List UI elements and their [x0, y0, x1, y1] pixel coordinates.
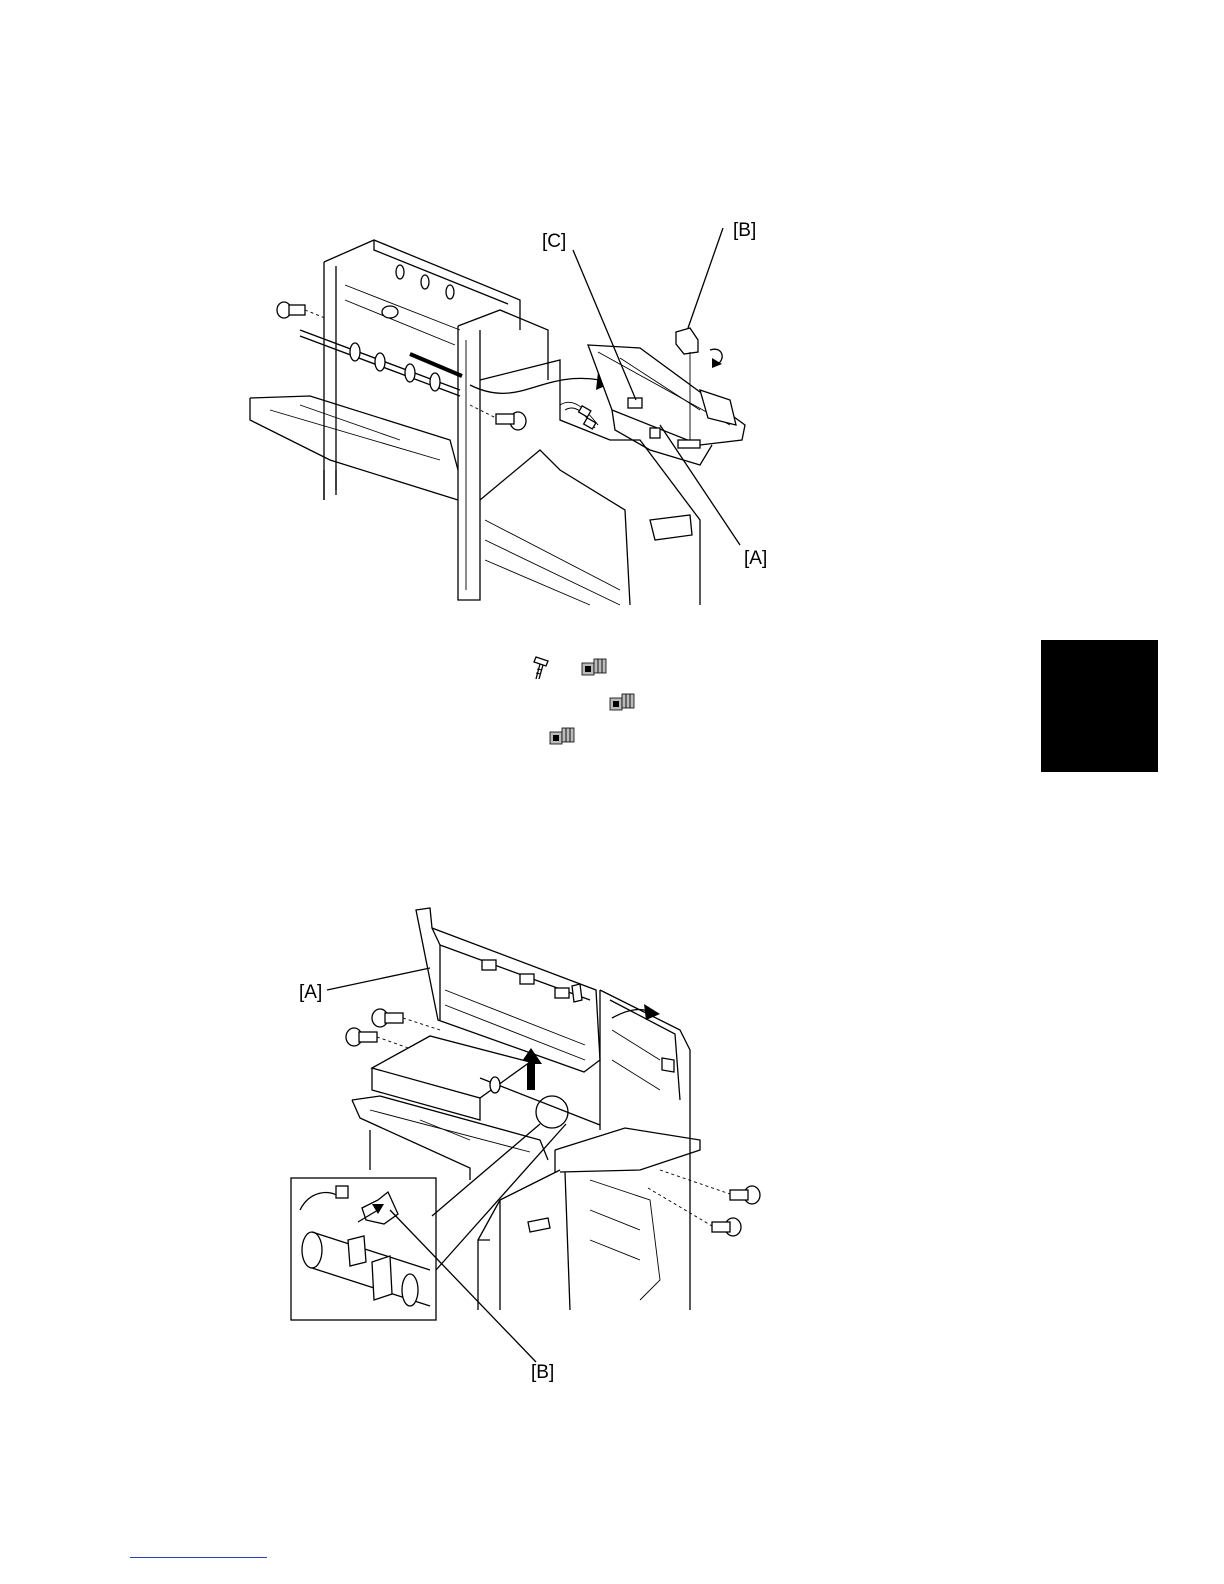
screw-left-top	[372, 1009, 440, 1030]
footer-link-rule	[130, 1557, 267, 1558]
screw-right-top	[660, 1170, 760, 1204]
callout-a-figure2: [A]	[299, 982, 322, 1004]
magnifier-circle	[536, 1096, 568, 1128]
leader-a2	[327, 968, 430, 990]
callout-b-figure2: [B]	[531, 1362, 554, 1384]
screw-right-bottom	[648, 1188, 741, 1236]
inset-detail	[291, 1178, 436, 1320]
